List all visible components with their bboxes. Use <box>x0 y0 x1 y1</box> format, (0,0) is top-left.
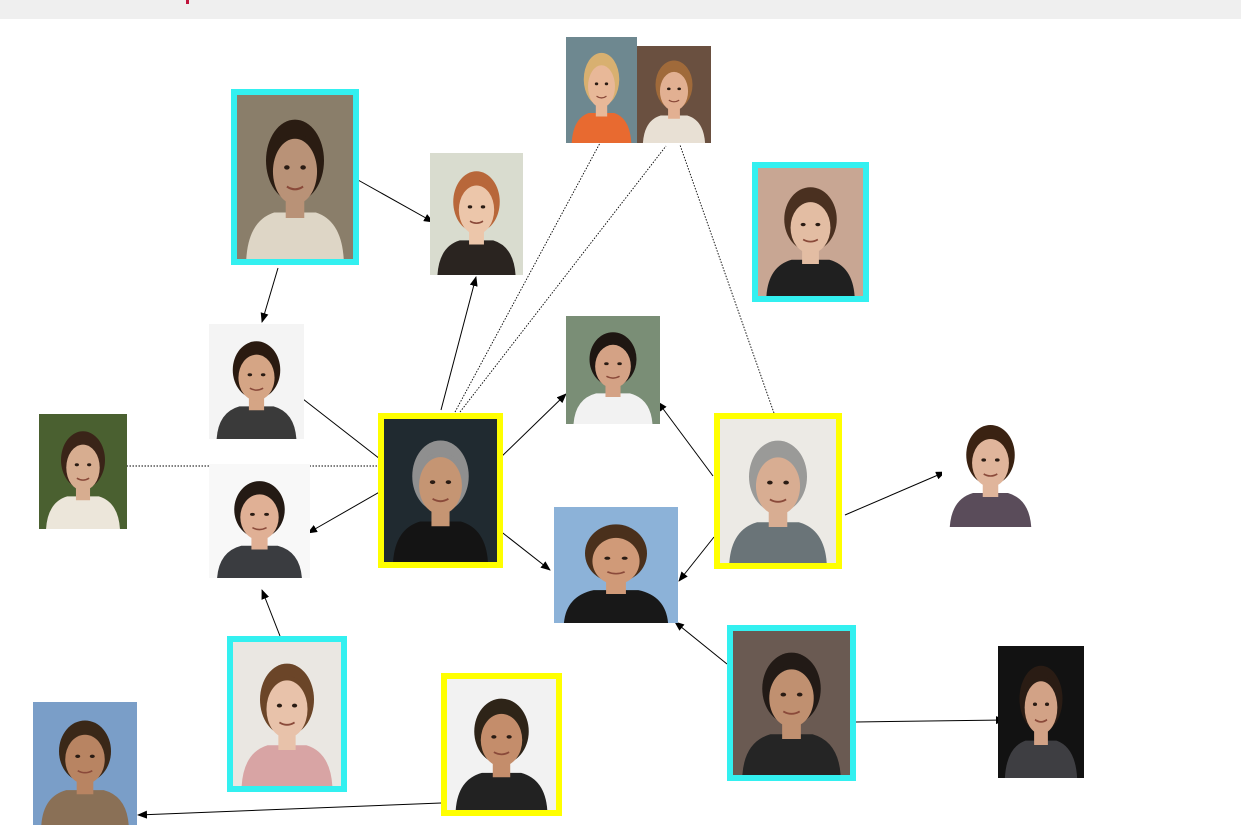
portrait-long-hair-man <box>231 89 359 265</box>
edge-gray-haired-woman-to-woman-long-hair <box>679 144 775 414</box>
portrait-gray-haired-woman <box>714 413 842 569</box>
edge-center-man-to-man-suit <box>307 489 384 534</box>
portrait-man-suit <box>209 464 310 578</box>
portrait-photo <box>942 407 1039 527</box>
portrait-photo <box>237 95 353 259</box>
edge-long-hair-man-to-bearded-man <box>260 267 279 323</box>
portrait-red-hair-woman <box>430 153 523 275</box>
portrait-curly-woman <box>227 636 347 792</box>
portrait-photo <box>430 153 523 275</box>
portrait-photo <box>447 679 556 810</box>
edge-center-man-to-curly-man-sea <box>498 529 551 571</box>
edge-gray-haired-woman-to-young-man-plaid <box>844 471 946 516</box>
portrait-curly-man-sea <box>554 507 678 623</box>
portrait-photo <box>209 324 304 439</box>
top-bar-accent-mark <box>186 0 189 4</box>
edge-center-man-to-woman-long-hair <box>459 145 667 413</box>
portrait-photo <box>209 464 310 578</box>
portrait-cap-woman <box>727 625 856 781</box>
portrait-photo <box>566 316 660 424</box>
portrait-woman-glasses-harbor <box>566 316 660 424</box>
portrait-woman-orange-top <box>566 37 637 143</box>
portrait-man-dark-jacket <box>441 673 562 816</box>
portrait-photo <box>758 168 863 296</box>
portrait-hiker-man <box>33 702 137 825</box>
edge-cap-woman-to-curly-man-sea <box>674 621 728 665</box>
portrait-photo <box>720 419 836 563</box>
edge-center-man-to-red-hair-woman <box>440 276 478 411</box>
top-bar <box>0 0 1241 19</box>
edge-curly-woman-to-man-suit <box>261 589 281 637</box>
portrait-bearded-man <box>209 324 304 439</box>
edge-gray-haired-woman-to-curly-man-sea <box>678 536 715 582</box>
portrait-photo <box>39 414 127 529</box>
edge-cap-woman-to-smiling-man-dark <box>855 716 1006 725</box>
portrait-smiling-woman <box>752 162 869 302</box>
portrait-woman-glasses-tree <box>39 414 127 529</box>
portrait-center-man <box>378 413 503 568</box>
edge-center-man-to-woman-glasses-harbor <box>498 393 567 460</box>
edge-long-hair-man-to-red-hair-woman <box>357 179 434 223</box>
portrait-photo <box>733 631 850 775</box>
edge-gray-haired-woman-to-woman-glasses-harbor <box>657 401 714 477</box>
portrait-photo <box>554 507 678 623</box>
portrait-photo <box>233 642 341 786</box>
portrait-photo <box>33 702 137 825</box>
portrait-woman-long-hair <box>637 46 711 143</box>
portrait-photo <box>384 419 497 562</box>
portrait-photo <box>998 646 1084 778</box>
portrait-photo <box>637 46 711 143</box>
portrait-photo <box>566 37 637 143</box>
portrait-smiling-man-dark <box>998 646 1084 778</box>
edge-center-man-to-bearded-man <box>293 391 381 460</box>
portrait-young-man-plaid <box>942 407 1039 527</box>
edge-man-dark-jacket-to-hiker-man <box>137 802 442 819</box>
